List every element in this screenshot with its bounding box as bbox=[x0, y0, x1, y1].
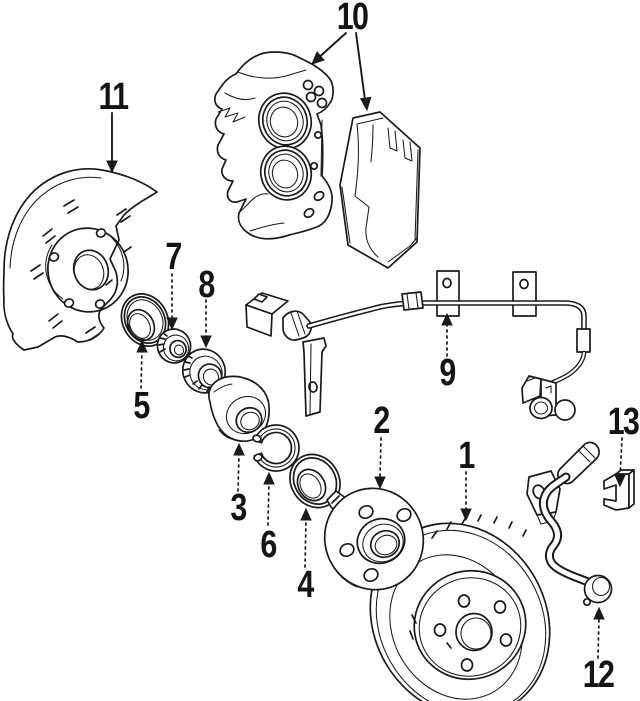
leader-line-8 bbox=[200, 299, 212, 349]
leader-line-3 bbox=[233, 442, 245, 492]
callout-label-9[interactable]: 9 bbox=[439, 352, 456, 394]
shield-hatch-marks bbox=[30, 199, 132, 341]
leader-line-13 bbox=[614, 437, 626, 488]
leader-line-7 bbox=[166, 273, 178, 331]
callout-label-5[interactable]: 5 bbox=[133, 385, 150, 427]
callout-label-13[interactable]: 13 bbox=[607, 401, 640, 443]
bearing-race-drawing bbox=[156, 328, 192, 364]
leader-line-5 bbox=[136, 339, 148, 389]
leader-line-11 bbox=[106, 112, 118, 174]
callout-label-6[interactable]: 6 bbox=[260, 524, 277, 566]
splash-shield-drawing bbox=[2, 167, 158, 351]
brake-caliper-drawing bbox=[213, 51, 334, 240]
leader-line-2 bbox=[374, 437, 386, 490]
snap-ring-drawing bbox=[252, 424, 300, 472]
callout-label-12[interactable]: 12 bbox=[582, 654, 615, 696]
leader-line-10 bbox=[311, 32, 372, 112]
wheel-hub-drawing bbox=[323, 487, 425, 591]
leader-line-9 bbox=[441, 312, 453, 357]
leader-line-12 bbox=[593, 606, 605, 659]
brake-hose-drawing bbox=[526, 441, 613, 607]
callout-label-10[interactable]: 10 bbox=[336, 0, 369, 38]
leader-line-1 bbox=[460, 471, 472, 522]
brake-pad-drawing bbox=[339, 111, 421, 269]
callout-label-8[interactable]: 8 bbox=[198, 264, 215, 306]
wheel-bearing-drawing bbox=[208, 375, 270, 442]
callout-label-4[interactable]: 4 bbox=[297, 564, 314, 606]
callout-label-2[interactable]: 2 bbox=[373, 400, 390, 442]
seal-cap-drawing bbox=[120, 293, 170, 347]
hose-clip-drawing bbox=[603, 469, 635, 511]
callout-label-7[interactable]: 7 bbox=[165, 236, 182, 278]
callout-label-1[interactable]: 1 bbox=[458, 435, 475, 477]
leader-line-4 bbox=[300, 507, 312, 568]
abs-sensor-harness-drawing bbox=[245, 270, 591, 421]
callout-label-11[interactable]: 11 bbox=[98, 76, 130, 118]
leader-line-6 bbox=[263, 471, 275, 526]
brake-rotor-drawing bbox=[369, 514, 551, 701]
callout-label-3[interactable]: 3 bbox=[230, 487, 247, 529]
